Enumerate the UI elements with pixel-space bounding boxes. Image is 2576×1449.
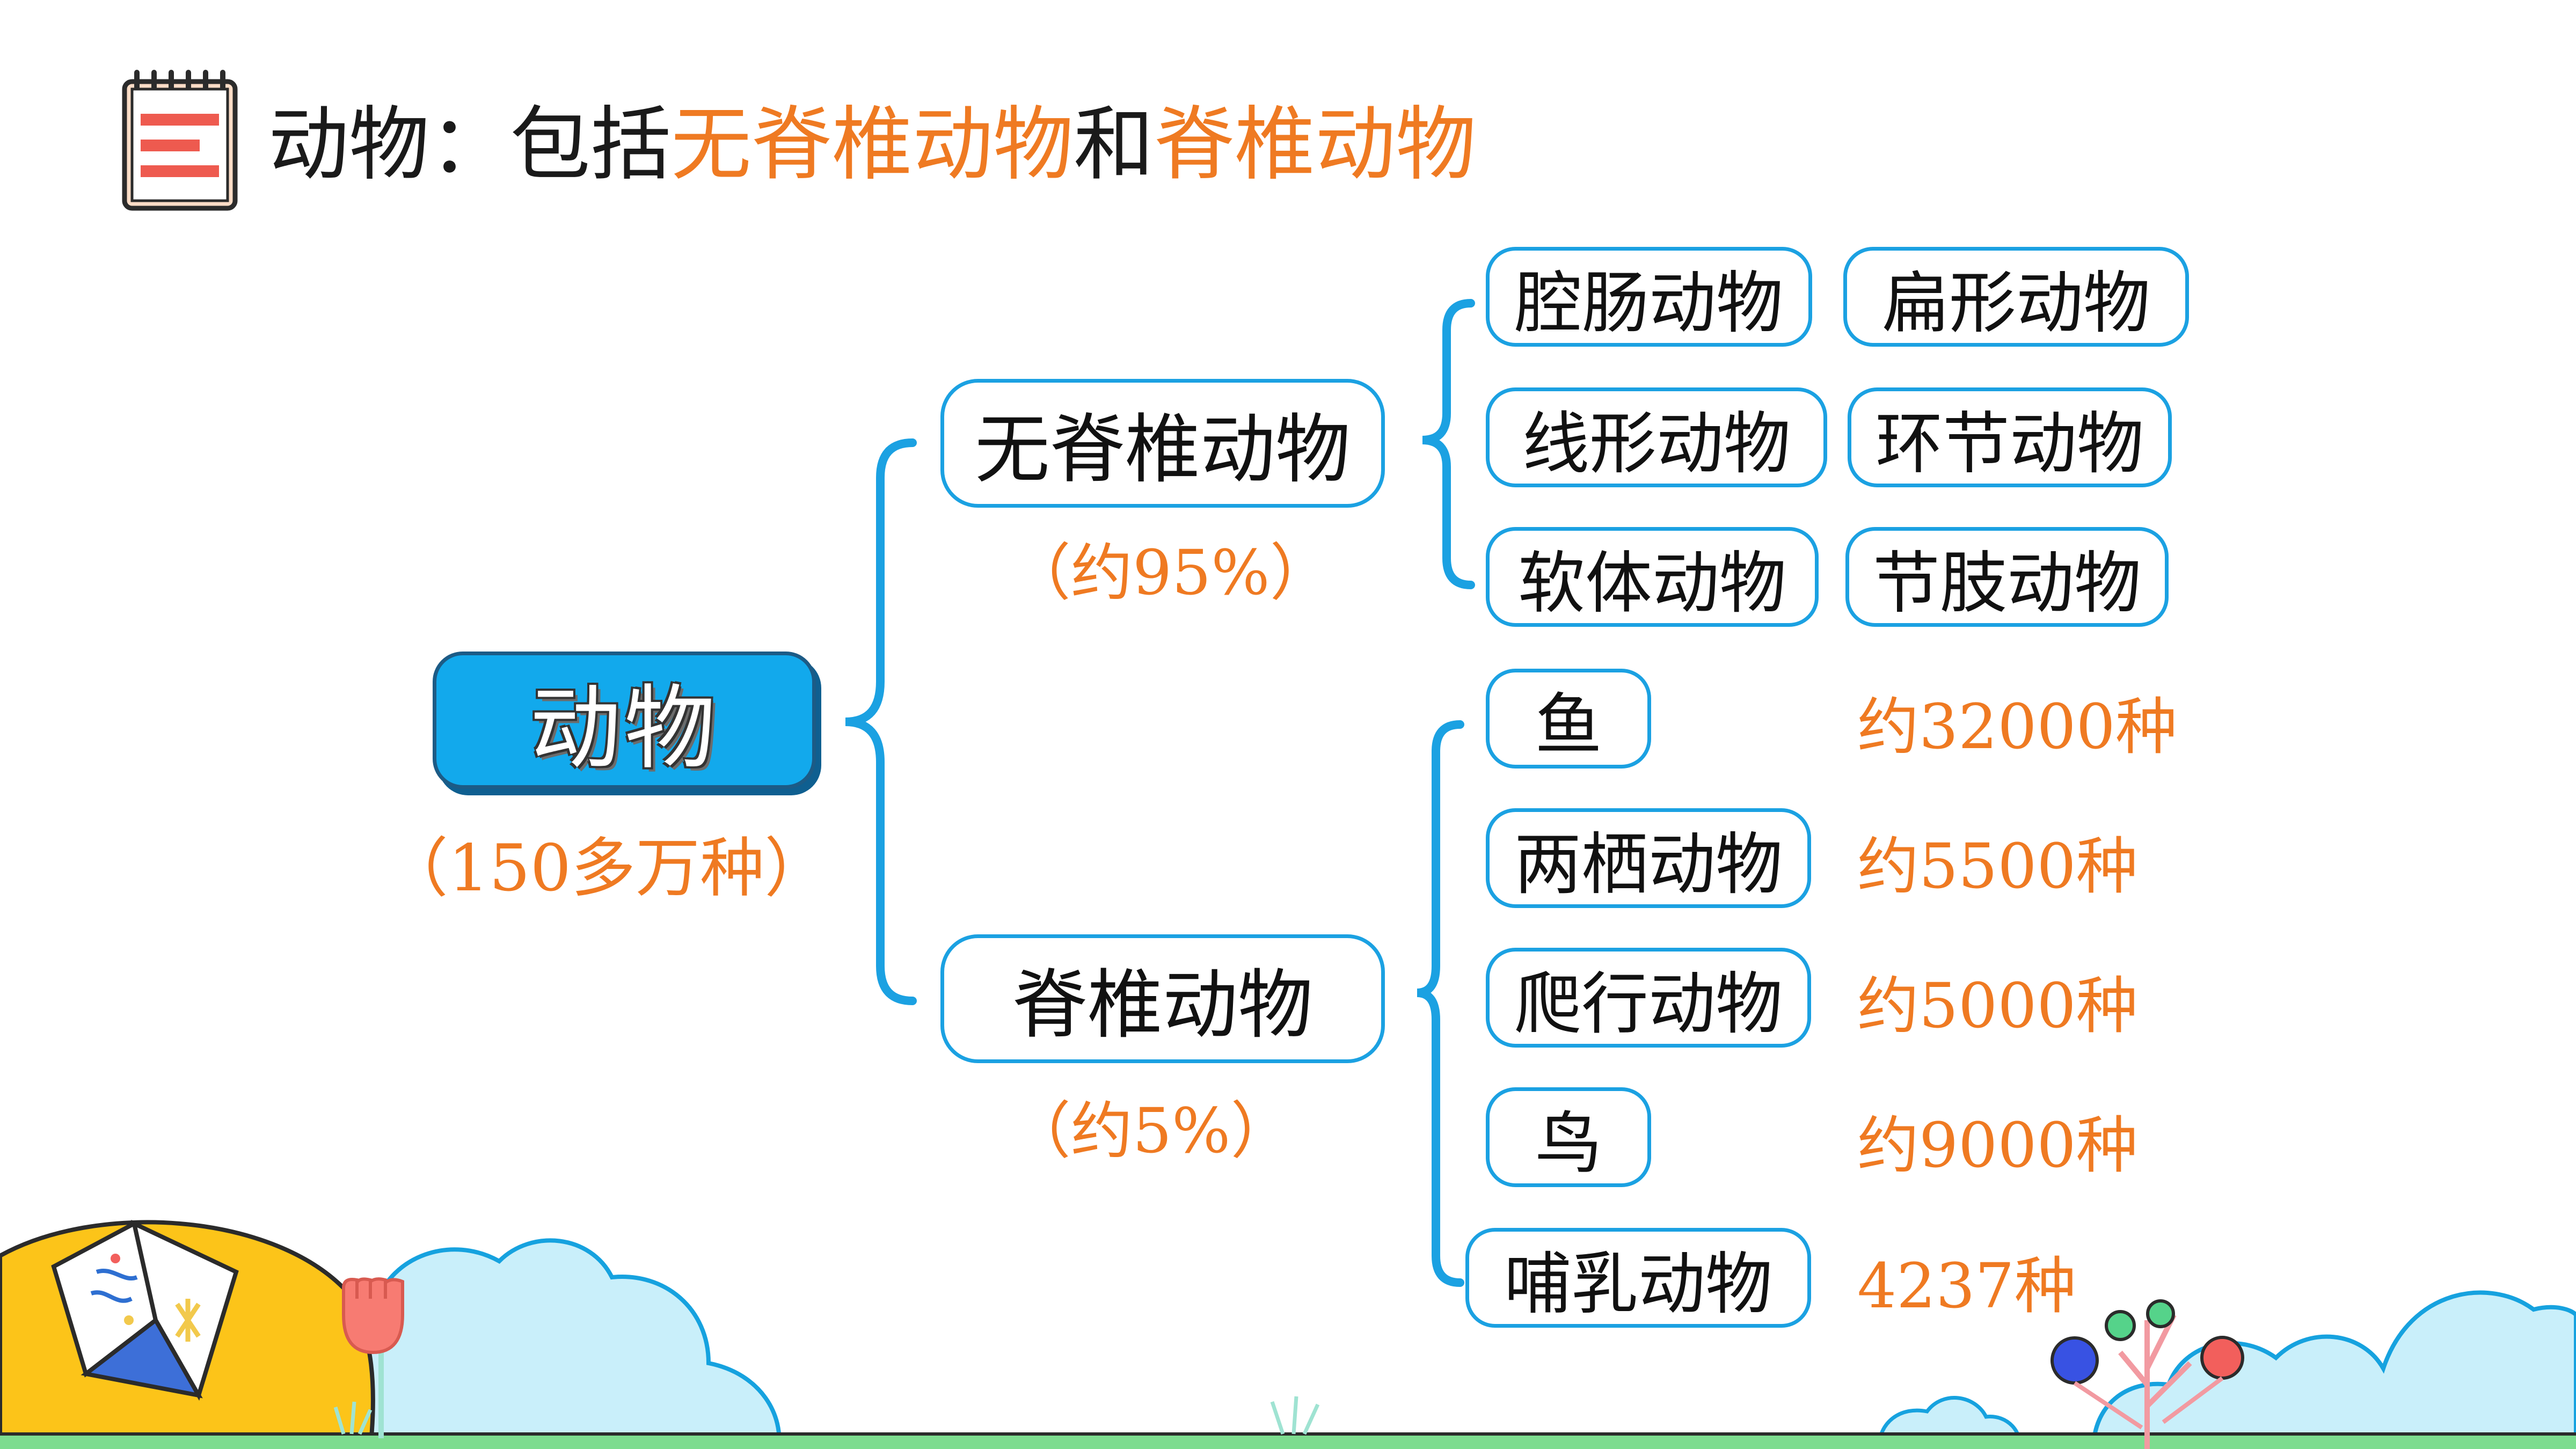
- vertebrate-group-reptiles: 爬行动物: [1486, 948, 1811, 1048]
- title-vertebrate: 脊椎动物: [1154, 98, 1477, 192]
- invertebrate-node: 无脊椎动物: [940, 379, 1385, 508]
- species-count: 约32000种: [1857, 691, 2177, 763]
- species-count: 约5000种: [1857, 970, 2138, 1042]
- root-count: （150多万种）: [384, 831, 829, 906]
- vertebrate-share: （约5%）: [1009, 1095, 1293, 1167]
- tree-icon: [2050, 1299, 2244, 1449]
- notepad-icon: [122, 70, 238, 211]
- title-prefix: 动物：包括: [268, 98, 672, 192]
- vertebrate-group-fish: 鱼: [1486, 669, 1651, 769]
- invertebrate-group: 环节动物: [1848, 387, 2172, 487]
- invertebrate-group: 扁形动物: [1843, 247, 2189, 347]
- species-count: 约5500种: [1857, 831, 2138, 903]
- vertebrate-group-amphibians: 两栖动物: [1486, 808, 1811, 908]
- species-count: 4237种: [1857, 1250, 2076, 1322]
- vertebrate-node: 脊椎动物: [940, 934, 1385, 1063]
- title-invertebrate: 无脊椎动物: [671, 98, 1074, 192]
- page-title: 动物：包括无脊椎动物和脊椎动物: [268, 91, 1476, 199]
- title-conjunction: 和: [1074, 98, 1155, 192]
- open-book-icon: [51, 1219, 239, 1401]
- vertebrate-group-birds: 鸟: [1486, 1087, 1651, 1187]
- invertebrate-group: 腔肠动物: [1486, 247, 1812, 347]
- invertebrate-share: （约95%）: [1009, 537, 1332, 609]
- flower-icon: [342, 1277, 404, 1438]
- invertebrate-group: 软体动物: [1486, 527, 1819, 627]
- invertebrate-group: 线形动物: [1486, 387, 1827, 487]
- invertebrate-group: 节肢动物: [1845, 527, 2169, 627]
- species-count: 约9000种: [1857, 1110, 2138, 1182]
- vertebrate-group-mammals: 哺乳动物: [1465, 1228, 1811, 1328]
- root-node: 动物: [433, 652, 816, 789]
